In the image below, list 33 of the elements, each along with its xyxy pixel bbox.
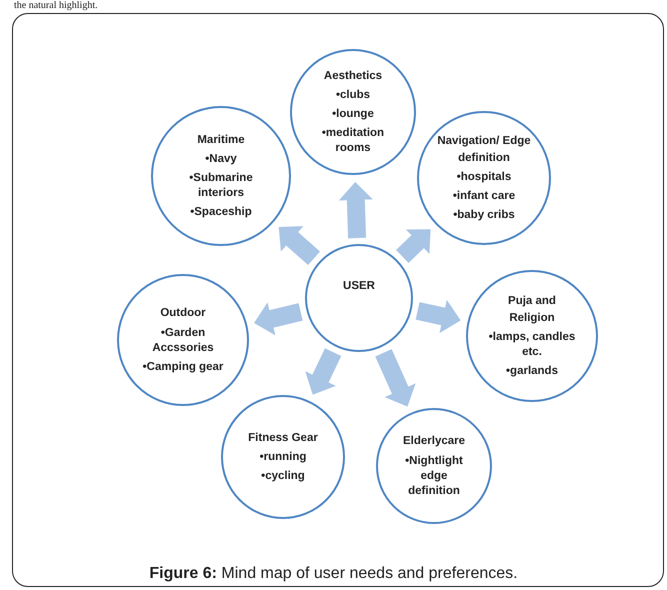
topic-heading: Aesthetics — [324, 68, 382, 84]
topic-heading: Fitness Gear — [248, 430, 318, 446]
bullet-item: •Garden Accssories — [151, 326, 215, 356]
topic-heading: Puja and Religion — [507, 294, 557, 326]
bullet-item: •lounge — [332, 107, 374, 122]
bullet-item: •Nightlight edge definition — [404, 454, 464, 499]
bullet-item: •meditation rooms — [320, 126, 386, 156]
topic-heading: Maritime — [197, 132, 245, 148]
bullet-item: •lamps, candles etc. — [488, 330, 576, 360]
block-arrow — [416, 300, 461, 334]
bullet-item: •running — [260, 450, 306, 466]
block-arrow — [396, 229, 431, 263]
topic-heading: Navigation/ Edge definition — [437, 134, 531, 166]
block-arrow — [375, 349, 416, 407]
bullet-item: •Camping gear — [142, 360, 224, 375]
bullet-item: •Spaceship — [190, 205, 252, 220]
bullet-item: •garlands — [506, 364, 558, 380]
bullet-item: •hospitals — [456, 170, 512, 186]
bullet-item: •Navy — [205, 152, 237, 168]
topic-heading: USER — [343, 279, 375, 294]
topic-heading: Outdoor — [160, 306, 206, 322]
block-arrow — [338, 182, 373, 238]
bullet-item: •Submarine interiors — [188, 171, 254, 202]
bullet-item: •cycling — [261, 469, 305, 484]
block-arrow — [278, 226, 320, 265]
bullet-item: •clubs — [336, 88, 370, 104]
bullet-item: •infant care — [452, 189, 516, 204]
bullet-item: •baby cribs — [453, 208, 515, 224]
topic-heading: Elderlycare — [402, 434, 465, 450]
text-fragment: the natural highlight. — [14, 0, 98, 11]
block-arrow — [305, 348, 342, 395]
block-arrow — [254, 302, 303, 336]
figure-caption: Figure 6: Mind map of user needs and preferences. — [148, 565, 519, 583]
